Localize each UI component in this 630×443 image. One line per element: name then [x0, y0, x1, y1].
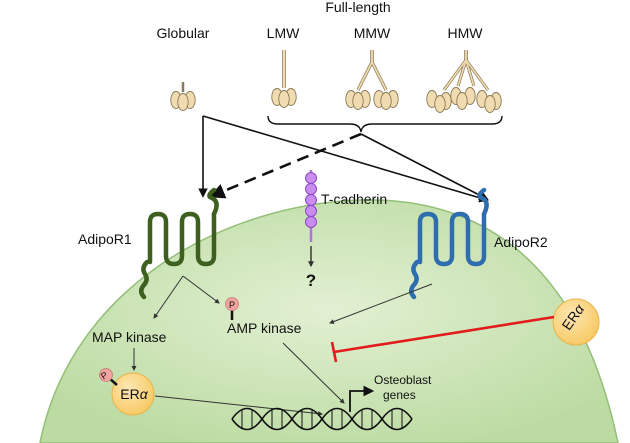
lmw-adiponectin-icon: [271, 50, 297, 108]
er-alpha-left-node: P ERα: [99, 368, 155, 416]
osteoblast-genes-label-line2: genes: [383, 388, 416, 402]
t-cadherin-label: T-cadherin: [321, 191, 387, 207]
lmw-label: LMW: [267, 25, 300, 41]
inhibition-bar: [330, 341, 338, 363]
globular-label: Globular: [157, 25, 210, 41]
adipor1-label: AdipoR1: [78, 231, 132, 247]
amp-kinase-phospho-group: P: [225, 297, 239, 320]
adipor2-label: AdipoR2: [494, 234, 548, 250]
er-alpha-phosphate: [99, 368, 113, 382]
amp-kinase-phosphate: [225, 297, 239, 311]
arrow-adipor1-to-map-kinase: [153, 275, 184, 319]
er-alpha-right-node: ERα: [552, 298, 600, 346]
arrow-fulllength-to-adipor1: [209, 132, 362, 199]
mmw-adiponectin-icon: [345, 50, 399, 110]
er-alpha-phosphate-label: P: [99, 370, 110, 382]
arrow-er-alpha-to-dna: [154, 395, 323, 417]
hmw-adiponectin-icon: [426, 50, 502, 113]
full-length-bracket: [267, 115, 503, 133]
t-cadherin-icon: [305, 170, 317, 242]
map-kinase-label: MAP kinase: [92, 329, 167, 345]
unknown-mark: ?: [306, 271, 316, 290]
er-alpha-left-label: ERα: [120, 386, 148, 402]
arrow-fulllength-to-adipor2: [360, 133, 489, 200]
arrow-adipor1-to-amp-kinase: [182, 275, 220, 304]
dna-helix-icon: [231, 407, 413, 431]
er-alpha-right-label: ERα: [558, 300, 587, 332]
mmw-label: MMW: [354, 25, 391, 41]
osteoblast-genes-label-line1: Osteoblast: [374, 373, 432, 387]
transcription-start-arrow: [349, 385, 375, 412]
globular-adiponectin-icon: [170, 82, 196, 111]
amp-kinase-label: AMP kinase: [227, 320, 302, 336]
inhibition-er-alpha-to-amp-kinase: [333, 315, 555, 354]
arrow-amp-kinase-to-dna: [282, 342, 345, 404]
arrow-globular-to-adipor2: [202, 115, 489, 203]
adipor1-receptor-icon: [139, 187, 219, 300]
hmw-label: HMW: [448, 25, 484, 41]
amp-kinase-phosphate-label: P: [229, 300, 235, 310]
full-length-label: Full-length: [325, 0, 390, 15]
arrow-adipor2-to-amp-kinase: [329, 283, 433, 324]
